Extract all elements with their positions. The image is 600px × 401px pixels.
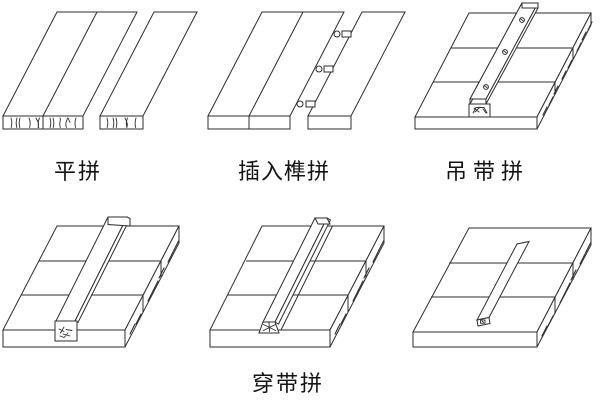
batten-end-block (54, 320, 78, 342)
label-hanging-strap-joint: 吊带拼 (444, 160, 530, 185)
diagram-flat-joint (2, 11, 198, 130)
label-flat-joint: 平拼 (53, 160, 103, 185)
strap-end-block (468, 103, 491, 118)
label-through-strap-joint: 穿带拼 (251, 372, 325, 397)
board-pair (207, 11, 345, 130)
board-pair (2, 11, 138, 130)
tenon (323, 65, 334, 73)
dowels-and-tenons (296, 30, 352, 108)
dowel (333, 30, 341, 38)
diagram-through-strap-flush (412, 227, 592, 348)
diagram-inserted-tenon-joint (207, 11, 406, 130)
label-inserted-tenon-joint: 插入榫拼 (237, 160, 331, 185)
batten-end-block (258, 321, 280, 334)
single-board (307, 11, 406, 130)
strap (468, 2, 539, 118)
single-board (99, 11, 198, 130)
dowel (296, 100, 304, 108)
diagram-through-strap-tall (2, 216, 180, 348)
screws (483, 17, 525, 90)
diagram-hanging-strap-joint (414, 2, 593, 130)
tenon (305, 100, 316, 108)
dowel (315, 65, 323, 73)
flush-spline (476, 240, 530, 327)
tenon (341, 30, 352, 38)
batten (258, 217, 333, 334)
batten (54, 216, 131, 342)
diagram-through-strap-dovetail (209, 217, 385, 348)
